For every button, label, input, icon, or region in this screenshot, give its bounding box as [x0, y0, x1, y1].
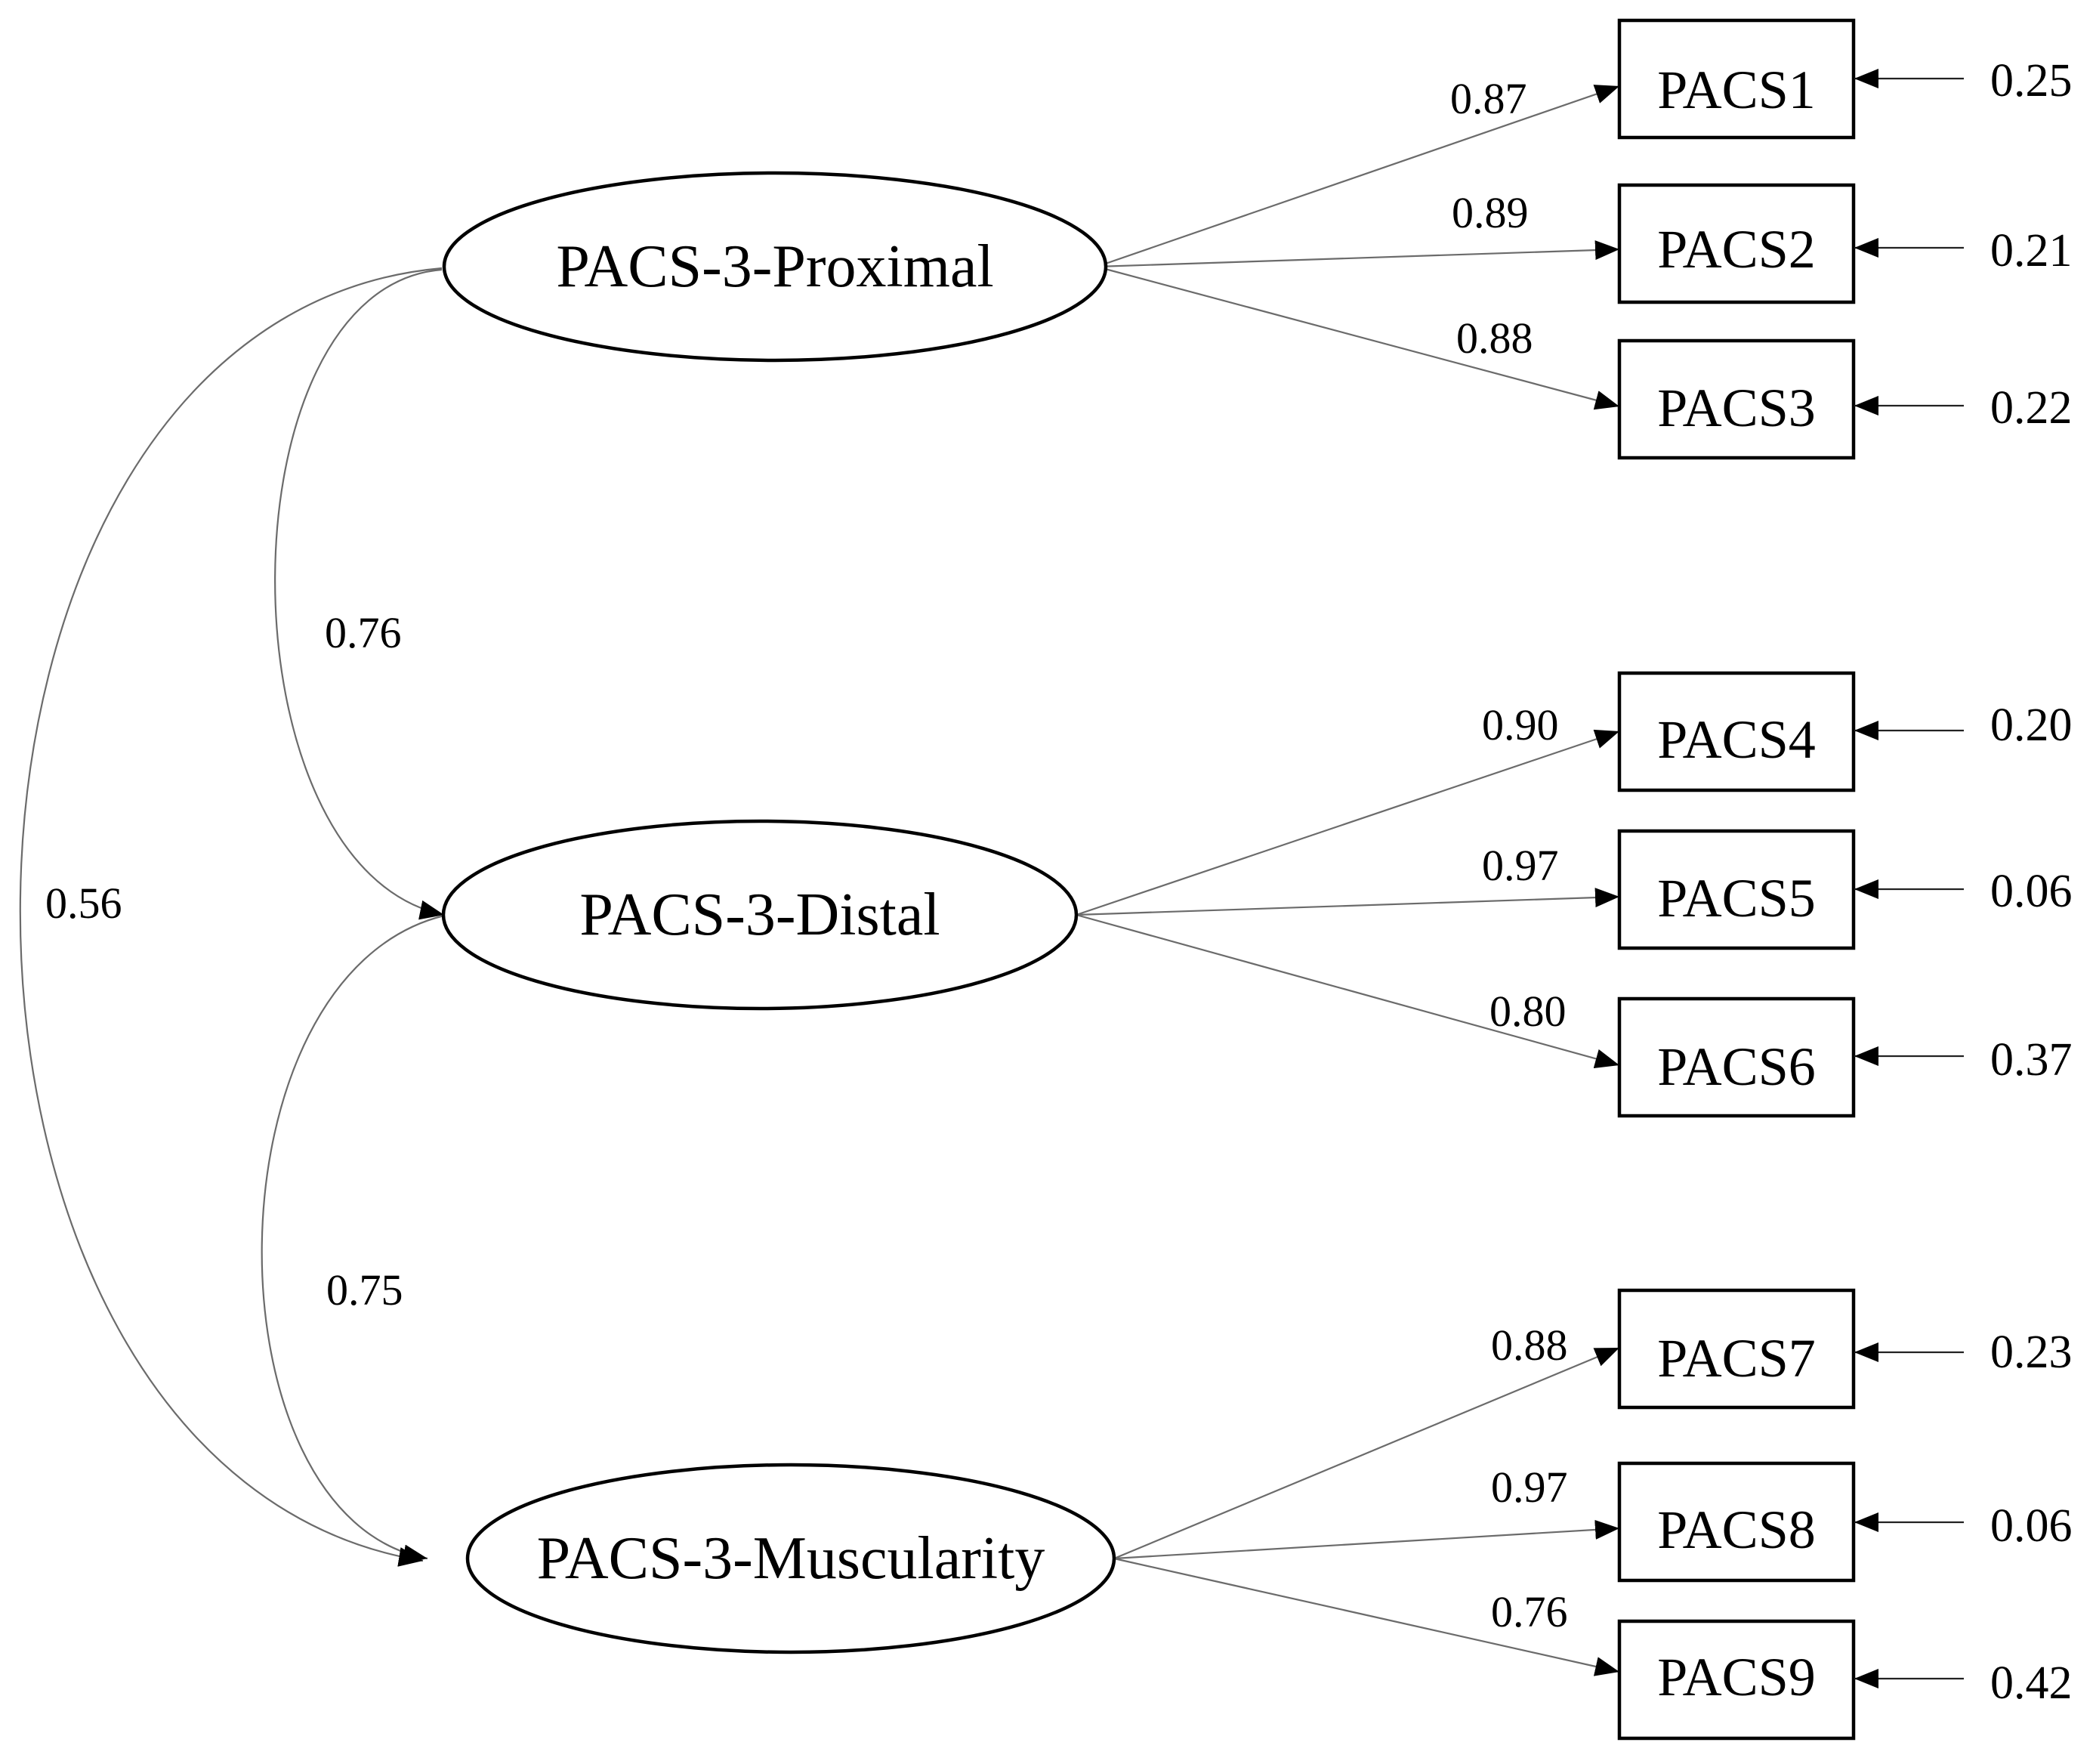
residual-label-pacs5: 0.06 [1990, 866, 2073, 917]
loading-path-pacs1 [1096, 85, 1620, 268]
indicator-label: PACS9 [1657, 1647, 1816, 1707]
latent-ellipse [441, 819, 1079, 1011]
indicator-pacs8: PACS8 [1617, 1461, 1856, 1583]
loading-label-pacs2: 0.89 [1452, 188, 1529, 237]
residual-label-pacs9: 0.42 [1990, 1657, 2073, 1709]
latent-factor-proximal: PACS-3-Proximal [442, 171, 1108, 363]
indicator-pacs6: PACS6 [1617, 996, 1856, 1118]
loading-path-pacs2 [1096, 240, 1620, 268]
residual-label-pacs6: 0.37 [1990, 1034, 2073, 1086]
indicator-label: PACS2 [1657, 219, 1816, 280]
correlation-curve-proximal-distal [274, 268, 445, 920]
loading-path-pacs5 [1076, 888, 1620, 916]
correlation-label-proximal-muscularity: 0.56 [45, 879, 122, 928]
loading-label-pacs1: 0.87 [1450, 74, 1527, 123]
indicator-box [1617, 671, 1856, 792]
residual-arrows [1854, 69, 1964, 1688]
loading-label-pacs6: 0.80 [1489, 987, 1567, 1036]
loading-label-pacs4: 0.90 [1482, 700, 1559, 749]
indicator-pacs7: PACS7 [1617, 1288, 1856, 1410]
loading-label-pacs7: 0.88 [1491, 1321, 1568, 1370]
loading-path-pacs3 [1096, 265, 1620, 410]
indicator-pacs5: PACS5 [1617, 829, 1856, 950]
correlation-curves [19, 267, 445, 1567]
correlation-curve-proximal-muscularity [19, 267, 443, 1567]
loading-label-pacs3: 0.88 [1456, 314, 1533, 363]
indicator-box [1617, 1288, 1856, 1410]
indicator-pacs2: PACS2 [1617, 183, 1856, 304]
correlation-label-distal-muscularity: 0.75 [326, 1265, 403, 1315]
indicator-box [1617, 1619, 1856, 1741]
loading-path-pacs4 [1076, 729, 1620, 916]
residual-label-pacs4: 0.20 [1990, 700, 2073, 751]
latent-label: PACS-3-Muscularity [537, 1525, 1045, 1592]
indicator-box [1617, 183, 1856, 304]
residual-label-pacs2: 0.21 [1990, 225, 2073, 276]
indicator-pacs4: PACS4 [1617, 671, 1856, 792]
loading-path-pacs6 [1076, 913, 1620, 1068]
loading-label-pacs8: 0.97 [1491, 1463, 1568, 1512]
indicator-box [1617, 338, 1856, 460]
latent-ellipse [465, 1463, 1116, 1654]
residual-label-pacs8: 0.06 [1990, 1500, 2073, 1552]
indicator-label: PACS3 [1657, 378, 1816, 438]
latent-label: PACS-3-Proximal [556, 233, 993, 300]
latent-label: PACS-3-Distal [579, 882, 940, 948]
loading-label-pacs9: 0.76 [1491, 1587, 1568, 1636]
indicator-box [1617, 18, 1856, 140]
residual-label-pacs3: 0.22 [1990, 382, 2073, 434]
indicator-pacs1: PACS1 [1617, 18, 1856, 140]
loading-paths [1076, 85, 1620, 1676]
loading-label-pacs5: 0.97 [1482, 841, 1559, 890]
indicator-label: PACS6 [1657, 1036, 1816, 1097]
residual-label-pacs1: 0.25 [1990, 55, 2073, 107]
loading-path-pacs7 [1113, 1346, 1620, 1560]
loading-path-pacs9 [1113, 1557, 1620, 1676]
indicator-pacs3: PACS3 [1617, 338, 1856, 460]
indicator-label: PACS5 [1657, 868, 1816, 928]
latent-factor-distal: PACS-3-Distal [441, 819, 1079, 1011]
latent-ellipse [442, 171, 1108, 363]
indicator-pacs9: PACS9 [1617, 1619, 1856, 1741]
indicator-label: PACS1 [1657, 60, 1816, 120]
indicator-label: PACS7 [1657, 1328, 1816, 1389]
correlation-curve-distal-muscularity [261, 914, 445, 1565]
indicator-label: PACS4 [1657, 709, 1816, 770]
correlation-label-proximal-distal: 0.76 [325, 608, 402, 657]
indicator-box [1617, 1461, 1856, 1583]
latent-factor-muscularity: PACS-3-Muscularity [465, 1463, 1116, 1654]
indicator-label: PACS8 [1657, 1500, 1816, 1560]
loading-path-pacs8 [1113, 1519, 1620, 1560]
indicator-box [1617, 829, 1856, 950]
residual-label-pacs7: 0.23 [1990, 1327, 2073, 1378]
indicator-box [1617, 996, 1856, 1118]
